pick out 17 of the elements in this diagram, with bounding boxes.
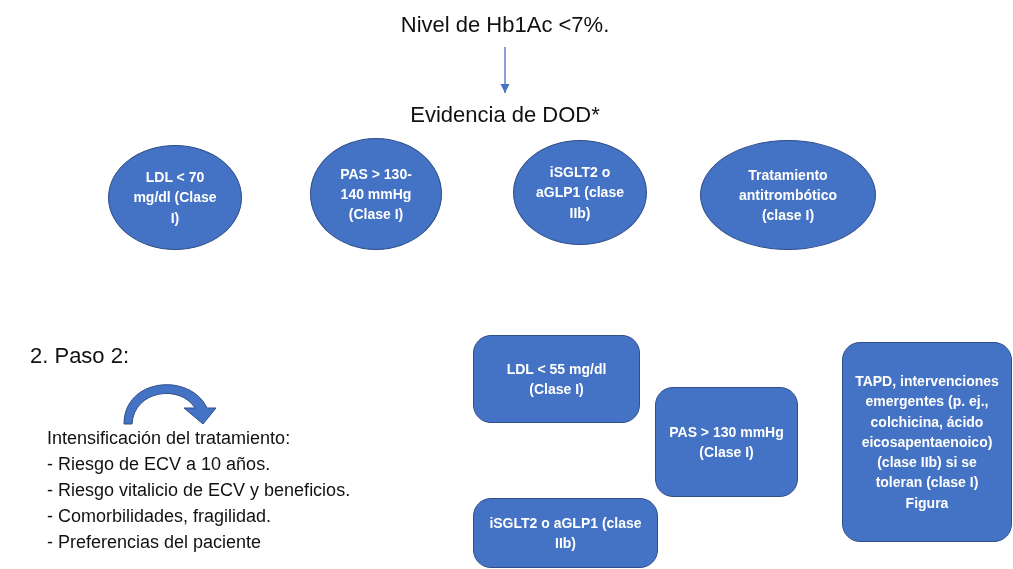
heading-text: Evidencia de DOD* [410,95,600,135]
list-heading: Intensificación del tratamiento: [47,428,291,449]
ellipse-node: PAS > 130-140 mmHg (Clase I) [310,138,442,250]
ellipse-node: iSGLT2 o aGLP1 (clase IIb) [513,140,647,245]
rounded-box: LDL < 55 mg/dl (Clase I) [473,335,640,423]
list-item: - Comorbilidades, fragilidad. [47,506,272,527]
rounded-box: PAS > 130 mmHg (Clase I) [655,387,798,497]
list-item: - Preferencias del paciente [47,532,262,553]
heading-text: Nivel de Hb1Ac <7%. [400,5,610,45]
rounded-box: iSGLT2 o aGLP1 (clase IIb) [473,498,658,568]
ellipse-node: LDL < 70 mg/dl (Clase I) [108,145,242,250]
list-item: - Riesgo de ECV a 10 años. [47,454,271,475]
list-item: - Riesgo vitalicio de ECV y beneficios. [47,480,351,501]
ellipse-node: Tratamiento antitrombótico (clase I) [700,140,876,250]
rounded-box: TAPD, intervenciones emergentes (p. ej., colchicina, ácido eicosapentaenoico) (clase IIb) si se toleran (clase I) Figura [842,342,1012,542]
step-heading: 2. Paso 2: [30,343,130,369]
arrow [500,46,510,94]
